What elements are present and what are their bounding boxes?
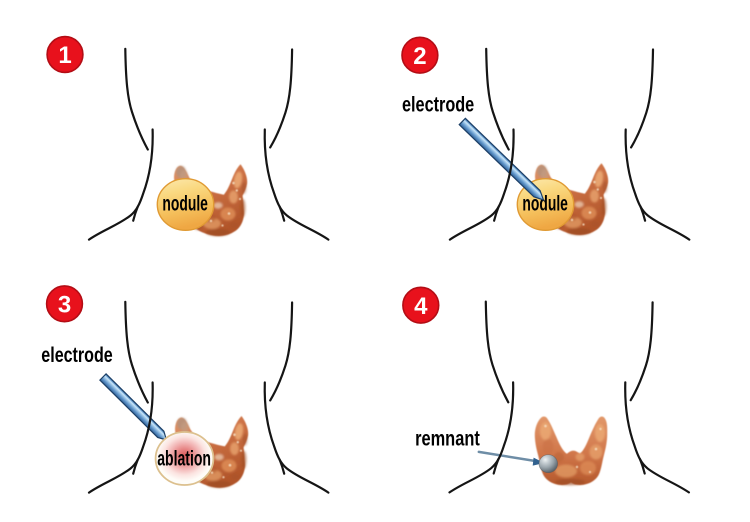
svg-text:2: 2 — [413, 43, 426, 70]
svg-text:electrode: electrode — [402, 92, 474, 116]
svg-text:3: 3 — [58, 291, 71, 318]
svg-text:1: 1 — [58, 42, 71, 69]
svg-text:4: 4 — [414, 293, 428, 320]
svg-text:remnant: remnant — [415, 426, 480, 450]
svg-text:electrode: electrode — [41, 343, 112, 367]
svg-text:ablation: ablation — [157, 447, 211, 471]
